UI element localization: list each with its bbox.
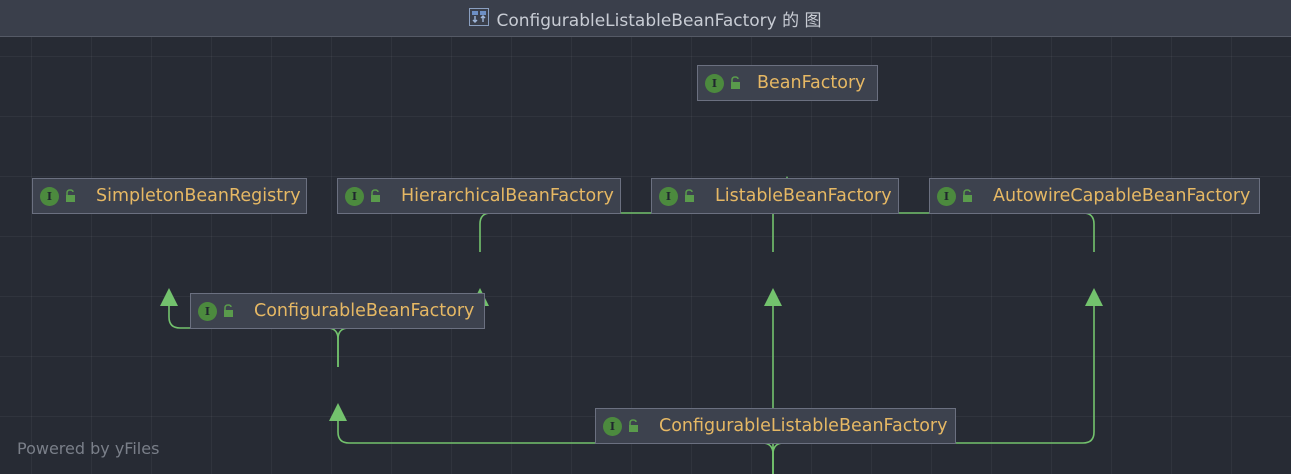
- node-simpleton-bean-registry[interactable]: I SimpletonBeanRegistry: [32, 178, 307, 214]
- node-label: ListableBeanFactory: [715, 186, 892, 206]
- interface-icon: I: [937, 186, 956, 206]
- node-bean-factory[interactable]: I BeanFactory: [697, 65, 878, 101]
- public-lock-icon: [66, 189, 75, 202]
- public-lock-icon: [731, 76, 740, 89]
- node-label: AutowireCapableBeanFactory: [993, 186, 1251, 206]
- interface-icon: I: [198, 301, 217, 321]
- node-configurable-listable-bean-factory[interactable]: I ConfigurableListableBeanFactory: [595, 408, 956, 444]
- public-lock-icon: [629, 419, 638, 432]
- node-hierarchical-bean-factory[interactable]: I HierarchicalBeanFactory: [337, 178, 621, 214]
- node-label: ConfigurableBeanFactory: [254, 301, 475, 321]
- node-configurable-bean-factory[interactable]: I ConfigurableBeanFactory: [190, 293, 485, 329]
- window-title: ConfigurableListableBeanFactory 的 图: [496, 10, 822, 31]
- edge-clbf-to-autowire: [772, 306, 1095, 474]
- node-label: BeanFactory: [757, 73, 866, 93]
- node-label: ConfigurableListableBeanFactory: [659, 416, 948, 436]
- interface-icon: I: [705, 73, 724, 93]
- interface-icon: I: [659, 186, 678, 206]
- public-lock-icon: [371, 189, 380, 202]
- node-autowire-capable-bean-factory[interactable]: I AutowireCapableBeanFactory: [929, 178, 1260, 214]
- diagram-canvas[interactable]: [0, 37, 1291, 474]
- arrowhead-configurable: [329, 403, 347, 421]
- public-lock-icon: [685, 189, 694, 202]
- powered-by-label: Powered by yFiles: [17, 439, 160, 458]
- class-diagram-icon: [469, 8, 490, 26]
- interface-icon: I: [40, 186, 59, 206]
- arrowhead-listable: [764, 288, 782, 306]
- arrowhead-simpleton: [160, 288, 178, 306]
- arrowhead-autowire: [1085, 288, 1103, 306]
- public-lock-icon: [963, 189, 972, 202]
- interface-icon: I: [345, 186, 364, 206]
- public-lock-icon: [224, 304, 233, 317]
- node-listable-bean-factory[interactable]: I ListableBeanFactory: [651, 178, 899, 214]
- interface-icon: I: [603, 416, 622, 436]
- node-label: HierarchicalBeanFactory: [401, 186, 614, 206]
- node-label: SimpletonBeanRegistry: [96, 186, 301, 206]
- window-title-bar: ConfigurableListableBeanFactory 的 图: [0, 0, 1291, 37]
